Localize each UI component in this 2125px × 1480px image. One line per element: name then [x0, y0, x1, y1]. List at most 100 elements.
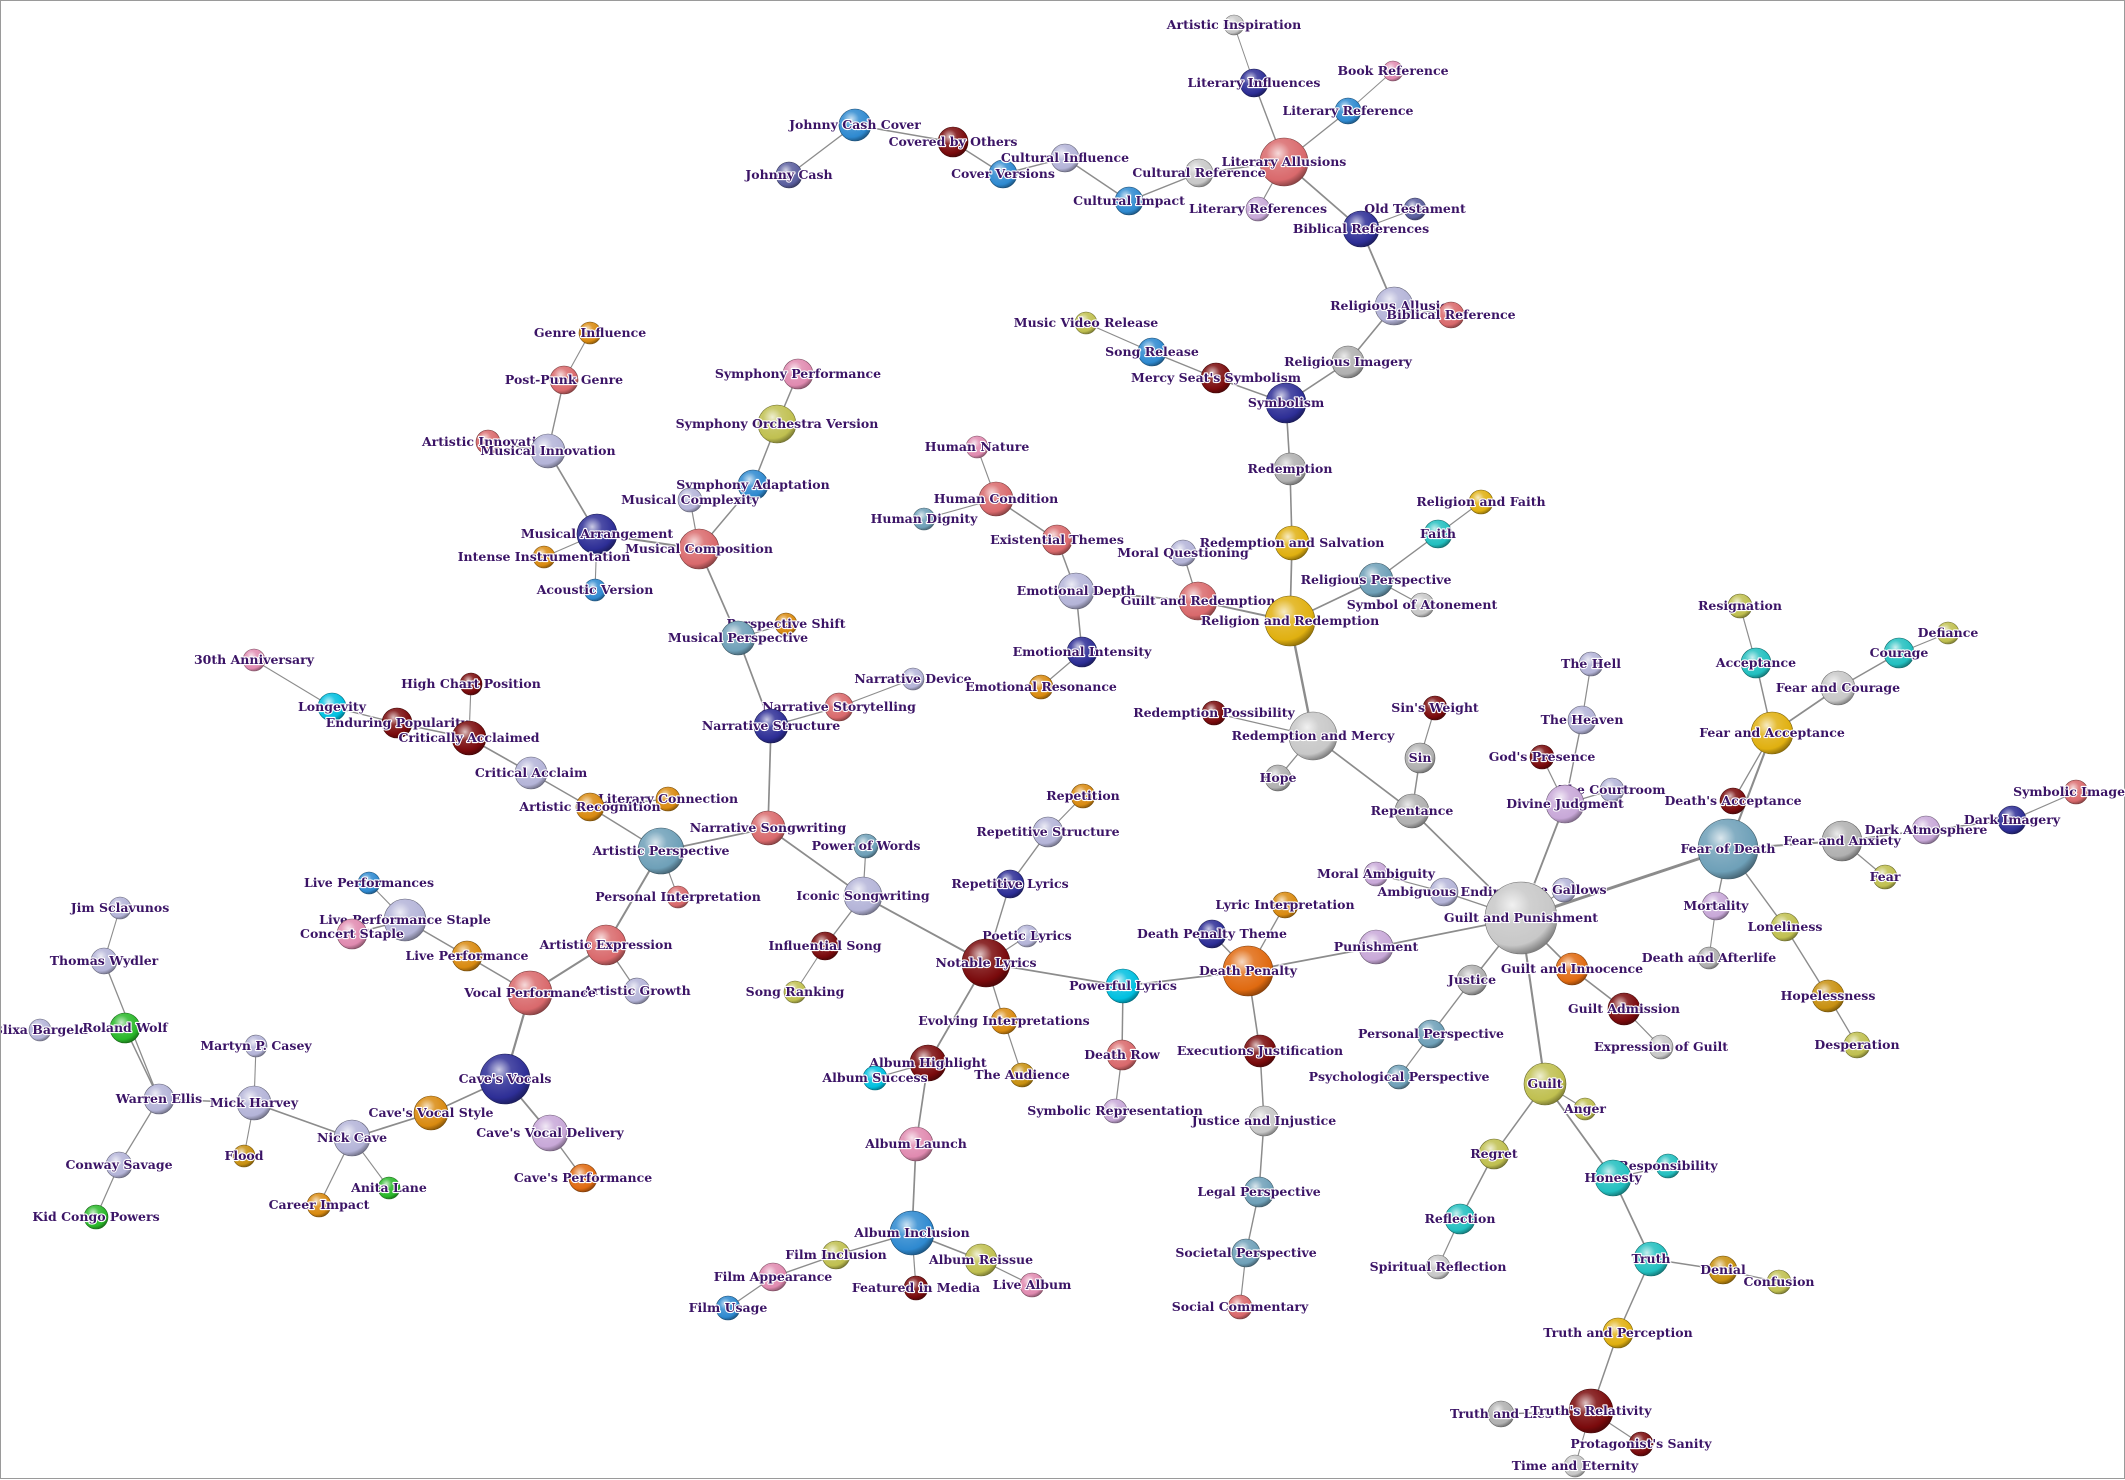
- node-sin[interactable]: Sin: [1404, 742, 1436, 774]
- node-sphere[interactable]: [898, 1126, 934, 1162]
- node-film-usage[interactable]: Film Usage: [688, 1295, 768, 1321]
- node-artistic-perspective[interactable]: Artistic Perspective: [590, 827, 731, 875]
- node-sphere[interactable]: [1740, 647, 1772, 679]
- node-sphere[interactable]: [1648, 1034, 1674, 1060]
- node-religion-and-redemption[interactable]: Religion and Redemption: [1200, 595, 1380, 647]
- node-sphere[interactable]: [1342, 210, 1380, 248]
- node-sphere[interactable]: [1169, 539, 1197, 567]
- node-sphere[interactable]: [1468, 489, 1494, 515]
- node-sphere[interactable]: [1106, 1039, 1138, 1071]
- node-sphere[interactable]: [1456, 964, 1488, 996]
- node-high-chart-position[interactable]: High Chart Position: [400, 672, 542, 696]
- node-sphere[interactable]: [1563, 1454, 1587, 1478]
- node-cultural-impact[interactable]: Cultural Impact: [1072, 186, 1186, 216]
- node-sphere[interactable]: [1911, 815, 1941, 845]
- node-sphere[interactable]: [1382, 60, 1404, 82]
- node-sphere[interactable]: [1811, 979, 1845, 1013]
- node-protagonists-sanity[interactable]: Protagonist's Sanity: [1569, 1431, 1713, 1457]
- node-sphere[interactable]: [105, 1151, 133, 1179]
- node-sphere[interactable]: [783, 980, 807, 1004]
- node-sphere[interactable]: [1607, 992, 1641, 1026]
- node-sphere[interactable]: [532, 545, 556, 569]
- node-anger[interactable]: Anger: [1562, 1097, 1608, 1121]
- node-deaths-acceptance[interactable]: Death's Acceptance: [1663, 787, 1803, 815]
- node-justice-and-injustice[interactable]: Justice and Injustice: [1190, 1105, 1337, 1137]
- node-symphony-adaptation[interactable]: Symphony Adaptation: [675, 469, 831, 501]
- node-sphere[interactable]: [1264, 764, 1292, 792]
- node-sphere[interactable]: [530, 433, 566, 469]
- node-emotional-resonance[interactable]: Emotional Resonance: [964, 674, 1118, 700]
- node-sphere[interactable]: [775, 161, 803, 189]
- node-sphere[interactable]: [1936, 621, 1960, 645]
- node-sphere[interactable]: [1265, 382, 1307, 424]
- node-fear-of-death[interactable]: Fear of Death: [1679, 818, 1777, 880]
- node-sphere[interactable]: [28, 1018, 52, 1042]
- node-sphere[interactable]: [1386, 1064, 1412, 1090]
- node-sphere[interactable]: [1437, 301, 1465, 329]
- node-critical-acclaim[interactable]: Critical Acclaim: [474, 756, 588, 790]
- node-covered-by-others[interactable]: Covered by Others: [887, 126, 1019, 158]
- node-sphere[interactable]: [413, 1095, 449, 1131]
- node-sphere[interactable]: [1200, 362, 1232, 394]
- node-sphere[interactable]: [333, 1119, 371, 1157]
- node-sphere[interactable]: [1041, 524, 1073, 556]
- node-sphere[interactable]: [1239, 68, 1269, 98]
- node-sphere[interactable]: [1259, 137, 1309, 187]
- node-faith[interactable]: Faith: [1419, 519, 1457, 549]
- node-enduring-popularity[interactable]: Enduring Popularity: [325, 707, 470, 739]
- node-symphony-orchestra-version[interactable]: Symphony Orchestra Version: [675, 404, 879, 444]
- node-literary-allusions[interactable]: Literary Allusions: [1221, 137, 1347, 187]
- node-sphere[interactable]: [821, 1240, 851, 1270]
- node-kid-congo-powers[interactable]: Kid Congo Powers: [31, 1204, 161, 1230]
- node-sphere[interactable]: [1074, 311, 1098, 335]
- node-punishment[interactable]: Punishment: [1333, 929, 1420, 965]
- node-sphere[interactable]: [995, 869, 1025, 899]
- node-sphere[interactable]: [1633, 1241, 1669, 1277]
- node-power-of-words[interactable]: Power of Words: [810, 833, 922, 859]
- node-dark-imagery[interactable]: Dark Imagery: [1963, 805, 2062, 835]
- node-religion-and-faith[interactable]: Religion and Faith: [1415, 489, 1547, 515]
- node-sphere[interactable]: [1872, 864, 1898, 890]
- node-sphere[interactable]: [843, 876, 883, 916]
- node-sphere[interactable]: [1697, 946, 1721, 970]
- node-sphere[interactable]: [451, 720, 487, 756]
- node-sphere[interactable]: [568, 1163, 598, 1193]
- node-sphere[interactable]: [715, 1295, 741, 1321]
- node-featured-in-media[interactable]: Featured in Media: [851, 1275, 981, 1301]
- node-sphere[interactable]: [1404, 742, 1436, 774]
- node-gods-presence[interactable]: God's Presence: [1488, 744, 1596, 770]
- node-sphere[interactable]: [1243, 1176, 1275, 1208]
- node-sphere[interactable]: [1568, 1388, 1614, 1434]
- node-fear-and-acceptance[interactable]: Fear and Acceptance: [1698, 711, 1846, 755]
- node-literary-influences[interactable]: Literary Influences: [1186, 68, 1322, 98]
- node-sphere[interactable]: [531, 1114, 569, 1152]
- node-sphere[interactable]: [903, 1275, 929, 1301]
- node-sphere[interactable]: [774, 612, 798, 636]
- node-musical-arrangement[interactable]: Musical Arrangement: [520, 513, 674, 555]
- node-iconic-songwriting[interactable]: Iconic Songwriting: [795, 876, 931, 916]
- node-lyric-interpretation[interactable]: Lyric Interpretation: [1214, 891, 1356, 919]
- node-genre-influence[interactable]: Genre Influence: [533, 321, 647, 345]
- node-blixa-bargeld[interactable]: Blixa Bargeld: [1, 1018, 89, 1042]
- node-the-audience[interactable]: The Audience: [973, 1062, 1071, 1088]
- node-defiance[interactable]: Defiance: [1917, 621, 1979, 645]
- node-human-dignity[interactable]: Human Dignity: [869, 507, 979, 531]
- node-death-penalty-theme[interactable]: Death Penalty Theme: [1136, 919, 1288, 949]
- node-the-gallows[interactable]: The Gallows: [1520, 877, 1608, 903]
- node-flood[interactable]: Flood: [223, 1144, 265, 1168]
- node-sphere[interactable]: [1573, 1097, 1597, 1121]
- node-truth-and-lies[interactable]: Truth and Lies: [1449, 1400, 1553, 1428]
- node-post-punk-genre[interactable]: Post-Punk Genre: [504, 365, 624, 395]
- node-artistic-growth[interactable]: Artistic Growth: [581, 977, 692, 1005]
- node-artistic-innovation[interactable]: Artistic Innovation: [420, 429, 555, 455]
- node-sphere[interactable]: [585, 924, 627, 966]
- node-expression-of-guilt[interactable]: Expression of Guilt: [1593, 1034, 1729, 1060]
- node-artistic-recognition[interactable]: Artistic Recognition: [517, 792, 662, 822]
- node-sphere[interactable]: [990, 1007, 1018, 1035]
- node-powerful-lyrics[interactable]: Powerful Lyrics: [1068, 968, 1178, 1004]
- node-sphere[interactable]: [623, 977, 651, 1005]
- node-sphere[interactable]: [90, 947, 118, 975]
- node-sphere[interactable]: [1223, 14, 1245, 36]
- node-song-release[interactable]: Song Release: [1104, 337, 1200, 367]
- node-psychological-perspective[interactable]: Psychological Perspective: [1307, 1064, 1491, 1090]
